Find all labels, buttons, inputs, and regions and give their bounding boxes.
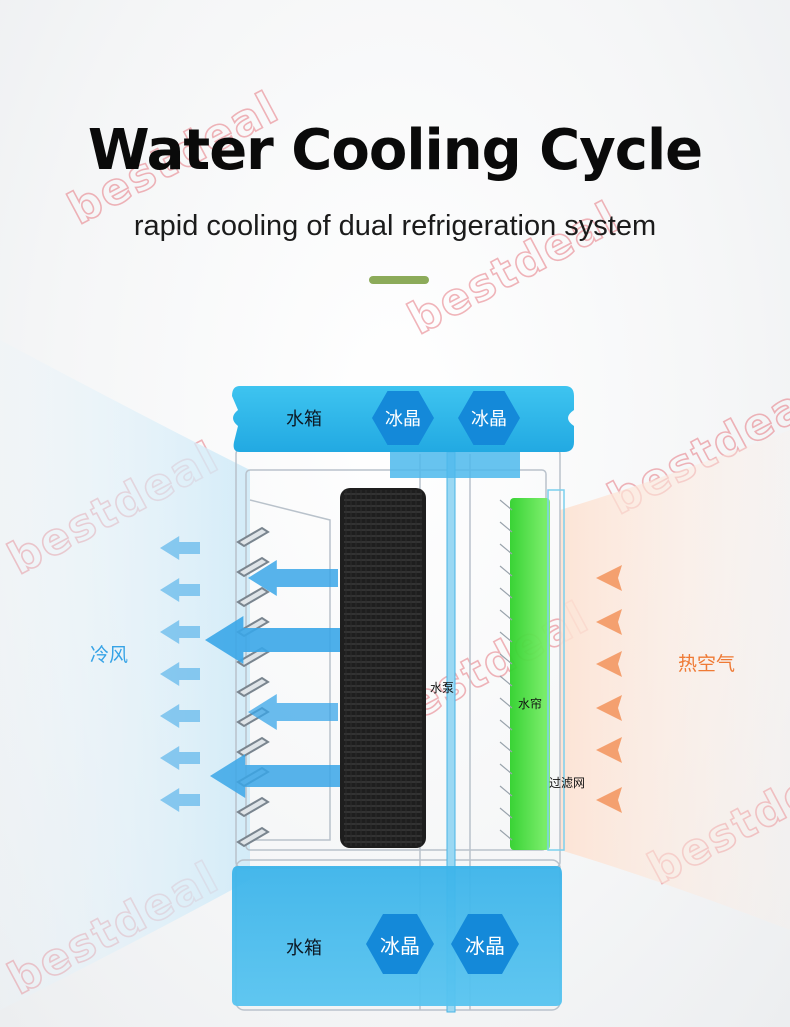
cold-air-arrow-icon — [248, 694, 338, 730]
cold-air-arrow-icon — [160, 662, 200, 686]
grille-line — [499, 609, 513, 621]
grille-line — [499, 521, 513, 533]
hot-air-arrow-icon — [596, 787, 622, 813]
hot-air-arrows — [596, 565, 622, 813]
grille-line — [499, 829, 513, 841]
cold-air-arrow-icon — [160, 620, 200, 644]
water-curtain-label: 水帘 — [518, 697, 543, 711]
hot-air-wash — [560, 430, 790, 930]
filter-grille — [499, 499, 513, 841]
cold-air-arrow-icon — [210, 754, 340, 798]
top-tank-label: 水箱 — [286, 409, 322, 430]
cold-air-label: 冷风 — [90, 644, 129, 666]
grille-line — [499, 565, 513, 577]
cold-air-arrow-icon — [248, 560, 338, 596]
grille-line — [499, 499, 513, 511]
louvre-slat — [236, 676, 270, 698]
cold-air-arrows — [160, 536, 340, 812]
cold-air-wash — [0, 340, 250, 1010]
ice-crystal-badge: 冰晶 — [366, 914, 434, 974]
bottom-tank-label: 水箱 — [286, 938, 322, 959]
grille-line — [499, 697, 513, 709]
cold-air-arrow-icon — [160, 788, 200, 812]
rear-grille — [547, 489, 565, 851]
hot-air-arrow-icon — [596, 609, 622, 635]
grille-line — [499, 785, 513, 797]
grille-line — [499, 587, 513, 599]
grille-line — [499, 675, 513, 687]
grille-line — [499, 543, 513, 555]
ice-crystal-badge: 冰晶 — [451, 914, 519, 974]
louvre-slat — [236, 826, 270, 848]
filter-label: 过滤网 — [549, 776, 586, 790]
cold-air-arrow-icon — [160, 746, 200, 770]
water-pump-label: 水泵 — [430, 681, 455, 695]
ice-crystal-badge: 冰晶 — [372, 391, 434, 445]
hot-air-arrow-icon — [596, 651, 622, 677]
page-subtitle: rapid cooling of dual refrigeration syst… — [133, 210, 657, 242]
cold-air-arrow-icon — [160, 704, 200, 728]
louvre-slat — [236, 736, 270, 758]
louvre-slat — [236, 526, 270, 548]
cold-air-arrow-icon — [160, 578, 200, 602]
grille-line — [499, 631, 513, 643]
louvre-slat — [236, 586, 270, 608]
hot-air-label: 热空气 — [678, 653, 736, 675]
louvre-slat — [236, 796, 270, 818]
accent-divider — [369, 276, 429, 284]
water-pipe-top — [390, 452, 520, 478]
hot-air-arrow-icon — [596, 737, 622, 763]
fan-icon — [340, 488, 426, 848]
grille-line — [499, 763, 513, 775]
water-curtain-filter — [510, 498, 550, 850]
page-title: Water Cooling Cycle — [87, 118, 703, 183]
grille-line — [499, 719, 513, 731]
louvre-slat — [236, 556, 270, 578]
hot-air-arrow-icon — [596, 695, 622, 721]
grille-line — [499, 653, 513, 665]
cold-air-arrow-icon — [205, 616, 340, 664]
cold-air-arrow-icon — [160, 536, 200, 560]
grille-line — [499, 741, 513, 753]
ice-crystal-badge: 冰晶 — [458, 391, 520, 445]
grille-line — [499, 807, 513, 819]
hot-air-arrow-icon — [596, 565, 622, 591]
